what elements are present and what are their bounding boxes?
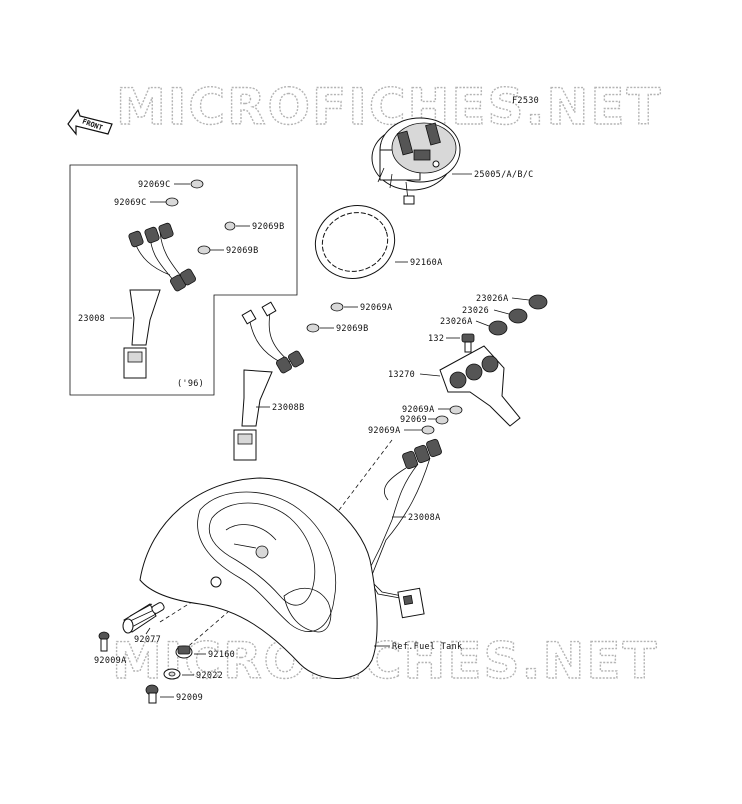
- label-23008A: 23008A: [408, 513, 441, 523]
- grommet-92069A-2: [449, 405, 463, 415]
- label-92069B-3: 92069B: [336, 324, 369, 334]
- ring-92160A: [314, 205, 396, 279]
- inset-box: [69, 164, 298, 396]
- bolt-92009A: [98, 631, 110, 652]
- grommet-92069A-1: [330, 302, 344, 312]
- grommet-92069B-1: [224, 221, 236, 231]
- label-23008: 23008: [78, 314, 105, 324]
- speedometer-25005: [371, 117, 461, 205]
- grommet-92069B-2: [197, 245, 211, 255]
- label-92069: 92069: [400, 415, 427, 425]
- harness-23008B: [233, 301, 304, 461]
- label-92069B-1: 92069B: [252, 222, 285, 232]
- label-92069A-3: 92069A: [368, 426, 401, 436]
- grommet-92069: [435, 415, 449, 425]
- label-92022: 92022: [196, 671, 223, 681]
- grommet-92160: [175, 645, 193, 659]
- label-92069A-2: 92069A: [402, 405, 435, 415]
- grommet-92069C-1: [190, 179, 204, 189]
- label-23026: 23026: [462, 306, 489, 316]
- label-23008B: 23008B: [272, 403, 305, 413]
- bracket-13270: [439, 345, 521, 427]
- watermark-bottom: MICROFICHES.NET: [112, 632, 659, 690]
- label-13270: 13270: [388, 370, 415, 380]
- watermark-top: MICROFICHES.NET: [116, 78, 663, 136]
- label-92009: 92009: [176, 693, 203, 703]
- screw-132: [461, 333, 475, 353]
- label-25005: 25005/A/B/C: [474, 170, 534, 180]
- lens-set-23026: [488, 294, 548, 336]
- grommet-92069C-2: [165, 197, 179, 207]
- label-92077: 92077: [134, 635, 161, 645]
- label-23026A-2: 23026A: [440, 317, 473, 327]
- label-ref-fuel-tank: Ref.Fuel Tank: [392, 642, 462, 652]
- bolt-92009: [145, 684, 159, 704]
- front-arrow-icon: FRONT: [67, 108, 113, 136]
- harness-23008A: [365, 438, 442, 619]
- label-92160A: 92160A: [410, 258, 443, 268]
- inset-note: ('96): [177, 379, 204, 389]
- label-92069B-2: 92069B: [226, 246, 259, 256]
- label-23026A-1: 23026A: [476, 294, 509, 304]
- label-92069A-1: 92069A: [360, 303, 393, 313]
- harness-23008-inset: [123, 222, 196, 379]
- label-92009A: 92009A: [94, 656, 127, 666]
- label-132: 132: [428, 334, 444, 344]
- label-92160: 92160: [208, 650, 235, 660]
- label-92069C-1: 92069C: [138, 180, 171, 190]
- washer-92022: [163, 668, 181, 680]
- diagram-code: F2530: [512, 96, 539, 106]
- dash-cover: [139, 477, 378, 679]
- knob-92077: [122, 602, 165, 634]
- grommet-92069A-3: [421, 425, 435, 435]
- grommet-92069B-3: [306, 323, 320, 333]
- label-92069C-2: 92069C: [114, 198, 147, 208]
